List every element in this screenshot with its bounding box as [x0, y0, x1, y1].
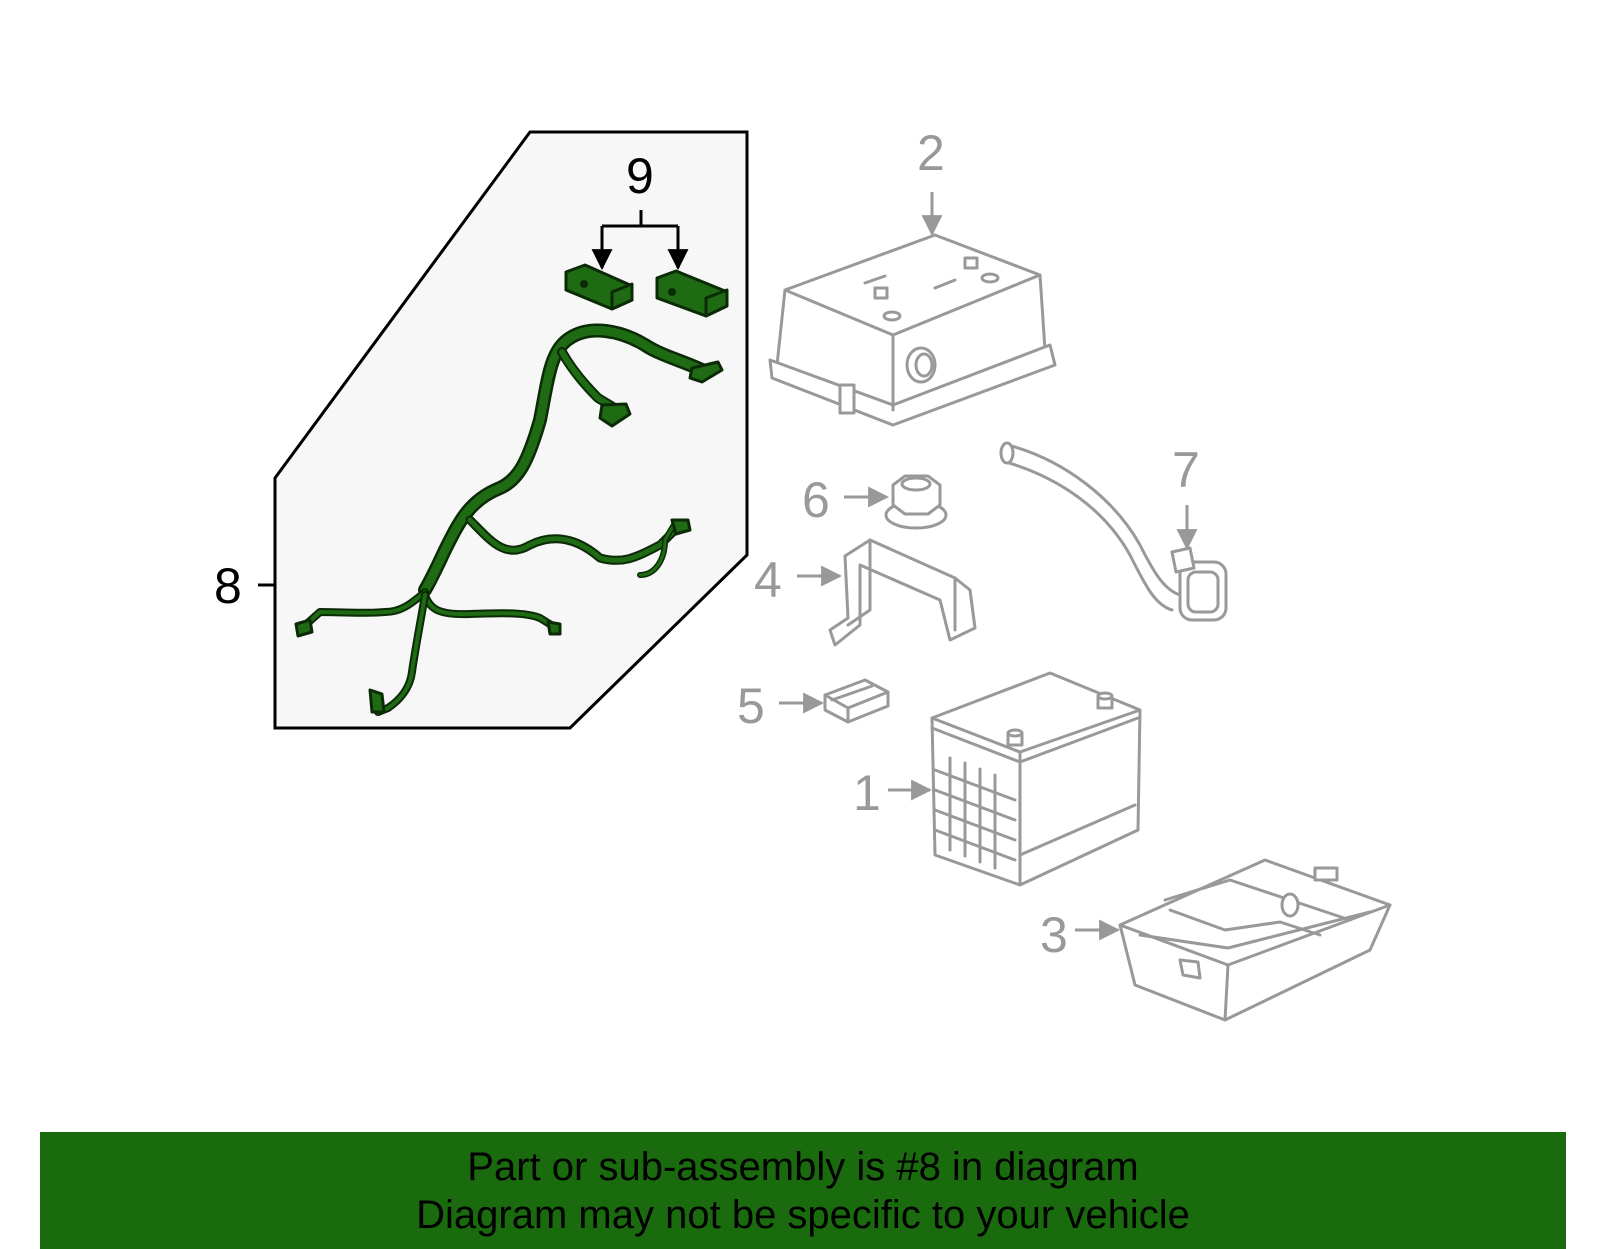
- part-6-nut: [884, 474, 948, 530]
- callout-3: 3: [1040, 907, 1068, 963]
- callout-6: 6: [802, 472, 830, 528]
- banner-line-1: Part or sub-assembly is #8 in diagram: [467, 1144, 1139, 1189]
- part-8-panel: [273, 130, 749, 730]
- part-3-battery-tray: [1118, 858, 1392, 1022]
- part-4-hold-down-bracket: [828, 538, 977, 647]
- info-banner: Part or sub-assembly is #8 in diagram Di…: [40, 1132, 1566, 1249]
- part-9-terminal-right: [655, 269, 729, 318]
- part-5-insulator: [823, 678, 890, 724]
- part-9-terminal-left: [564, 263, 634, 311]
- callout-9: 9: [626, 148, 654, 204]
- callout-7: 7: [1172, 442, 1200, 498]
- callout-1: 1: [853, 765, 881, 821]
- battery-side-grid: [933, 756, 1017, 870]
- banner-line-2: Diagram may not be specific to your vehi…: [416, 1192, 1190, 1237]
- part-1-battery: [930, 671, 1142, 887]
- part-7-vent-tube: [999, 441, 1228, 622]
- callout-9-leader: [591, 210, 689, 271]
- callout-5: 5: [737, 678, 765, 734]
- part-2-battery-cover: [768, 233, 1057, 427]
- callout-4: 4: [754, 552, 782, 608]
- part-8-cable-harness: [294, 323, 724, 716]
- callout-2: 2: [917, 125, 945, 181]
- callout-8: 8: [214, 558, 242, 614]
